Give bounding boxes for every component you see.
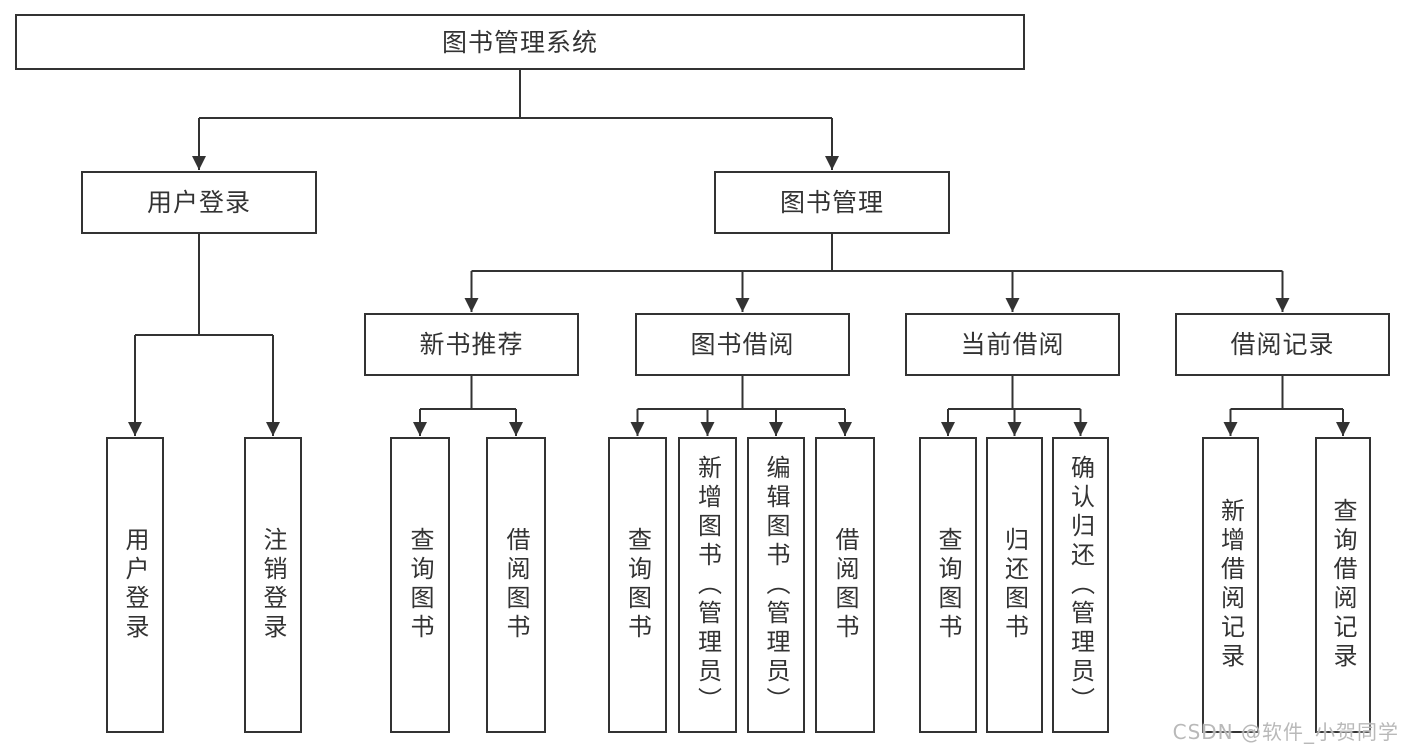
node-label: 用户登录 <box>146 188 251 217</box>
node-label: 查询图书 <box>934 527 962 643</box>
node-label: 借阅记录 <box>1230 330 1335 359</box>
leaf-borrow-books: 借阅图书 <box>815 437 875 733</box>
leaf-add-book-admin: 新增图书（管理员） <box>678 437 737 733</box>
node-label: 新增图书（管理员） <box>693 454 722 716</box>
node-label: 图书借阅 <box>690 330 795 359</box>
leaf-edit-book-admin: 编辑图书（管理员） <box>747 437 805 733</box>
node-label: 图书管理系统 <box>441 27 598 57</box>
node-current-borrow: 当前借阅 <box>905 313 1120 376</box>
node-label: 当前借阅 <box>960 330 1065 359</box>
leaf-query-books: 查询图书 <box>608 437 667 733</box>
node-book-borrow: 图书借阅 <box>635 313 850 376</box>
leaf-add-borrow-record: 新增借阅记录 <box>1202 437 1259 733</box>
csdn-watermark: CSDN @软件_小贺同学 <box>1172 720 1399 744</box>
node-label: 新增借阅记录 <box>1216 498 1245 672</box>
node-borrow-records: 借阅记录 <box>1175 313 1390 376</box>
node-label: 确认归还（管理员） <box>1066 454 1095 716</box>
node-label: 查询图书 <box>406 527 434 643</box>
node-label: 查询借阅记录 <box>1329 498 1357 672</box>
node-label: 图书管理 <box>779 188 884 217</box>
leaf-return-book: 归还图书 <box>986 437 1043 733</box>
node-label: 注销登录 <box>259 527 287 643</box>
node-book-management: 图书管理 <box>714 171 950 234</box>
node-label: 借阅图书 <box>831 527 859 643</box>
node-library-system-root: 图书管理系统 <box>15 14 1025 70</box>
leaf-query-borrow-record: 查询借阅记录 <box>1315 437 1371 733</box>
node-label: 归还图书 <box>1000 527 1029 643</box>
node-new-book-recommend: 新书推荐 <box>364 313 579 376</box>
node-user-login: 用户登录 <box>81 171 317 234</box>
node-label: 编辑图书（管理员） <box>762 454 790 716</box>
node-label: 新书推荐 <box>419 330 524 359</box>
leaf-user-login: 用户登录 <box>106 437 164 733</box>
node-label: 用户登录 <box>121 527 149 643</box>
leaf-confirm-return-admin: 确认归还（管理员） <box>1052 437 1109 733</box>
leaf-query-books: 查询图书 <box>390 437 450 733</box>
leaf-query-books: 查询图书 <box>919 437 977 733</box>
node-label: 借阅图书 <box>502 527 530 643</box>
leaf-borrow-books: 借阅图书 <box>486 437 546 733</box>
node-label: 查询图书 <box>623 527 652 643</box>
leaf-logout: 注销登录 <box>244 437 302 733</box>
